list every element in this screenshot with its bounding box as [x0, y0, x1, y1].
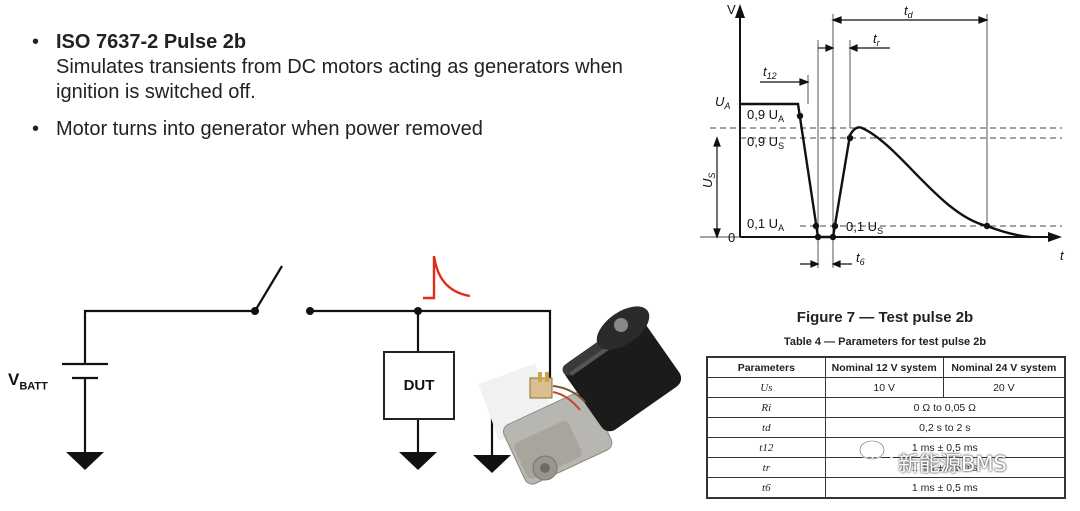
vbatt-label: VBATT: [8, 370, 48, 393]
bullet-text: Simulates transients from DC motors acti…: [56, 56, 623, 103]
param-cell: tr: [706, 457, 826, 478]
axis-v-label: V: [727, 2, 736, 17]
axis-t-label: t: [1060, 248, 1065, 263]
main-bus-wire: [310, 309, 552, 388]
v-axis-arrow-icon: [735, 4, 745, 18]
dc-motor-image: [478, 306, 682, 485]
switch-contact-node: [306, 307, 314, 315]
bullet-pulse-2b: • ISO 7637-2 Pulse 2b Simulates transien…: [30, 30, 670, 105]
waveform-chart: [700, 4, 1062, 268]
header-parameters: Parameters: [706, 356, 826, 378]
switch-pivot-node: [251, 307, 259, 315]
value-cell: 0,2 s to 2 s: [824, 417, 1066, 438]
label-09us: 0,9 US: [747, 134, 784, 151]
wechat-icon: [859, 440, 893, 464]
dut-label: DUT: [403, 377, 435, 394]
dut-box: DUT: [383, 351, 455, 420]
dimension-arrows: [713, 16, 989, 268]
circuit-schematic: [62, 265, 552, 455]
table-row: t6 1 ms ± 0,5 ms: [706, 477, 1066, 499]
param-cell: td: [706, 417, 826, 438]
figure-caption: Figure 7 — Test pulse 2b: [796, 309, 974, 326]
label-01ua: 0,1 UA: [747, 216, 784, 233]
circuit-nodes: [251, 307, 422, 315]
label-09ua: 0,9 UA: [747, 107, 784, 124]
curve-points: [796, 112, 991, 241]
table-row: Us 10 V 20 V: [706, 377, 1066, 398]
ground-icon: [473, 455, 511, 473]
junction-node: [414, 307, 422, 315]
bullet-list: • ISO 7637-2 Pulse 2b Simulates transien…: [30, 30, 670, 142]
param-cell: t6: [706, 477, 826, 499]
pulse-curve: [740, 102, 1031, 239]
pulse-2b-icon: [423, 255, 471, 300]
header-24v: Nominal 24 V system: [942, 356, 1066, 378]
level-lines: [710, 127, 1062, 227]
watermark-text: 新能源BMS: [898, 452, 1007, 476]
ground-icon: [399, 452, 437, 470]
table-row: Ri 0 Ω to 0,05 Ω: [706, 397, 1066, 418]
switch-lever: [254, 265, 283, 312]
bullet-text: Motor turns into generator when power re…: [56, 118, 483, 140]
param-cell: Us: [706, 377, 826, 398]
us-axis-label: US: [700, 173, 717, 188]
battery-upper-wire: [83, 309, 255, 364]
tr-label: tr: [873, 31, 881, 48]
bullet-dot: •: [32, 31, 40, 53]
param-cell: t12: [706, 437, 826, 458]
value-cell: 10 V: [824, 377, 944, 398]
timing-lines: [700, 14, 988, 268]
param-cell: Ri: [706, 397, 826, 418]
table-caption: Table 4 — Parameters for test pulse 2b: [783, 336, 987, 348]
t12-label: t12: [763, 64, 777, 81]
table-row: td 0,2 s to 2 s: [706, 417, 1066, 438]
waveform-labels: V t 0 UA US 0,9 UA 0,9 US 0,1 UA 0,1 US …: [700, 2, 1065, 267]
label-01us: 0,1 US: [846, 219, 883, 236]
bullet-motor: • Motor turns into generator when power …: [30, 117, 670, 142]
value-cell: 20 V: [942, 377, 1066, 398]
value-cell: 1 ms ± 0,5 ms: [824, 477, 1066, 499]
bullet-title: ISO 7637-2 Pulse 2b: [56, 31, 247, 53]
header-12v: Nominal 12 V system: [824, 356, 944, 378]
value-cell: 0 Ω to 0,05 Ω: [824, 397, 1066, 418]
t-axis-arrow-icon: [1048, 232, 1062, 242]
zero-label: 0: [728, 230, 735, 245]
t6-label: t6: [856, 250, 865, 267]
bullet-dot: •: [32, 118, 40, 140]
ua-label: UA: [715, 94, 730, 111]
ground-symbols: [66, 452, 511, 473]
parameters-table: Parameters Nominal 12 V system Nominal 2…: [706, 356, 1066, 499]
td-label: td: [904, 3, 914, 20]
table-header-row: Parameters Nominal 12 V system Nominal 2…: [706, 356, 1066, 378]
ground-icon: [66, 452, 104, 470]
